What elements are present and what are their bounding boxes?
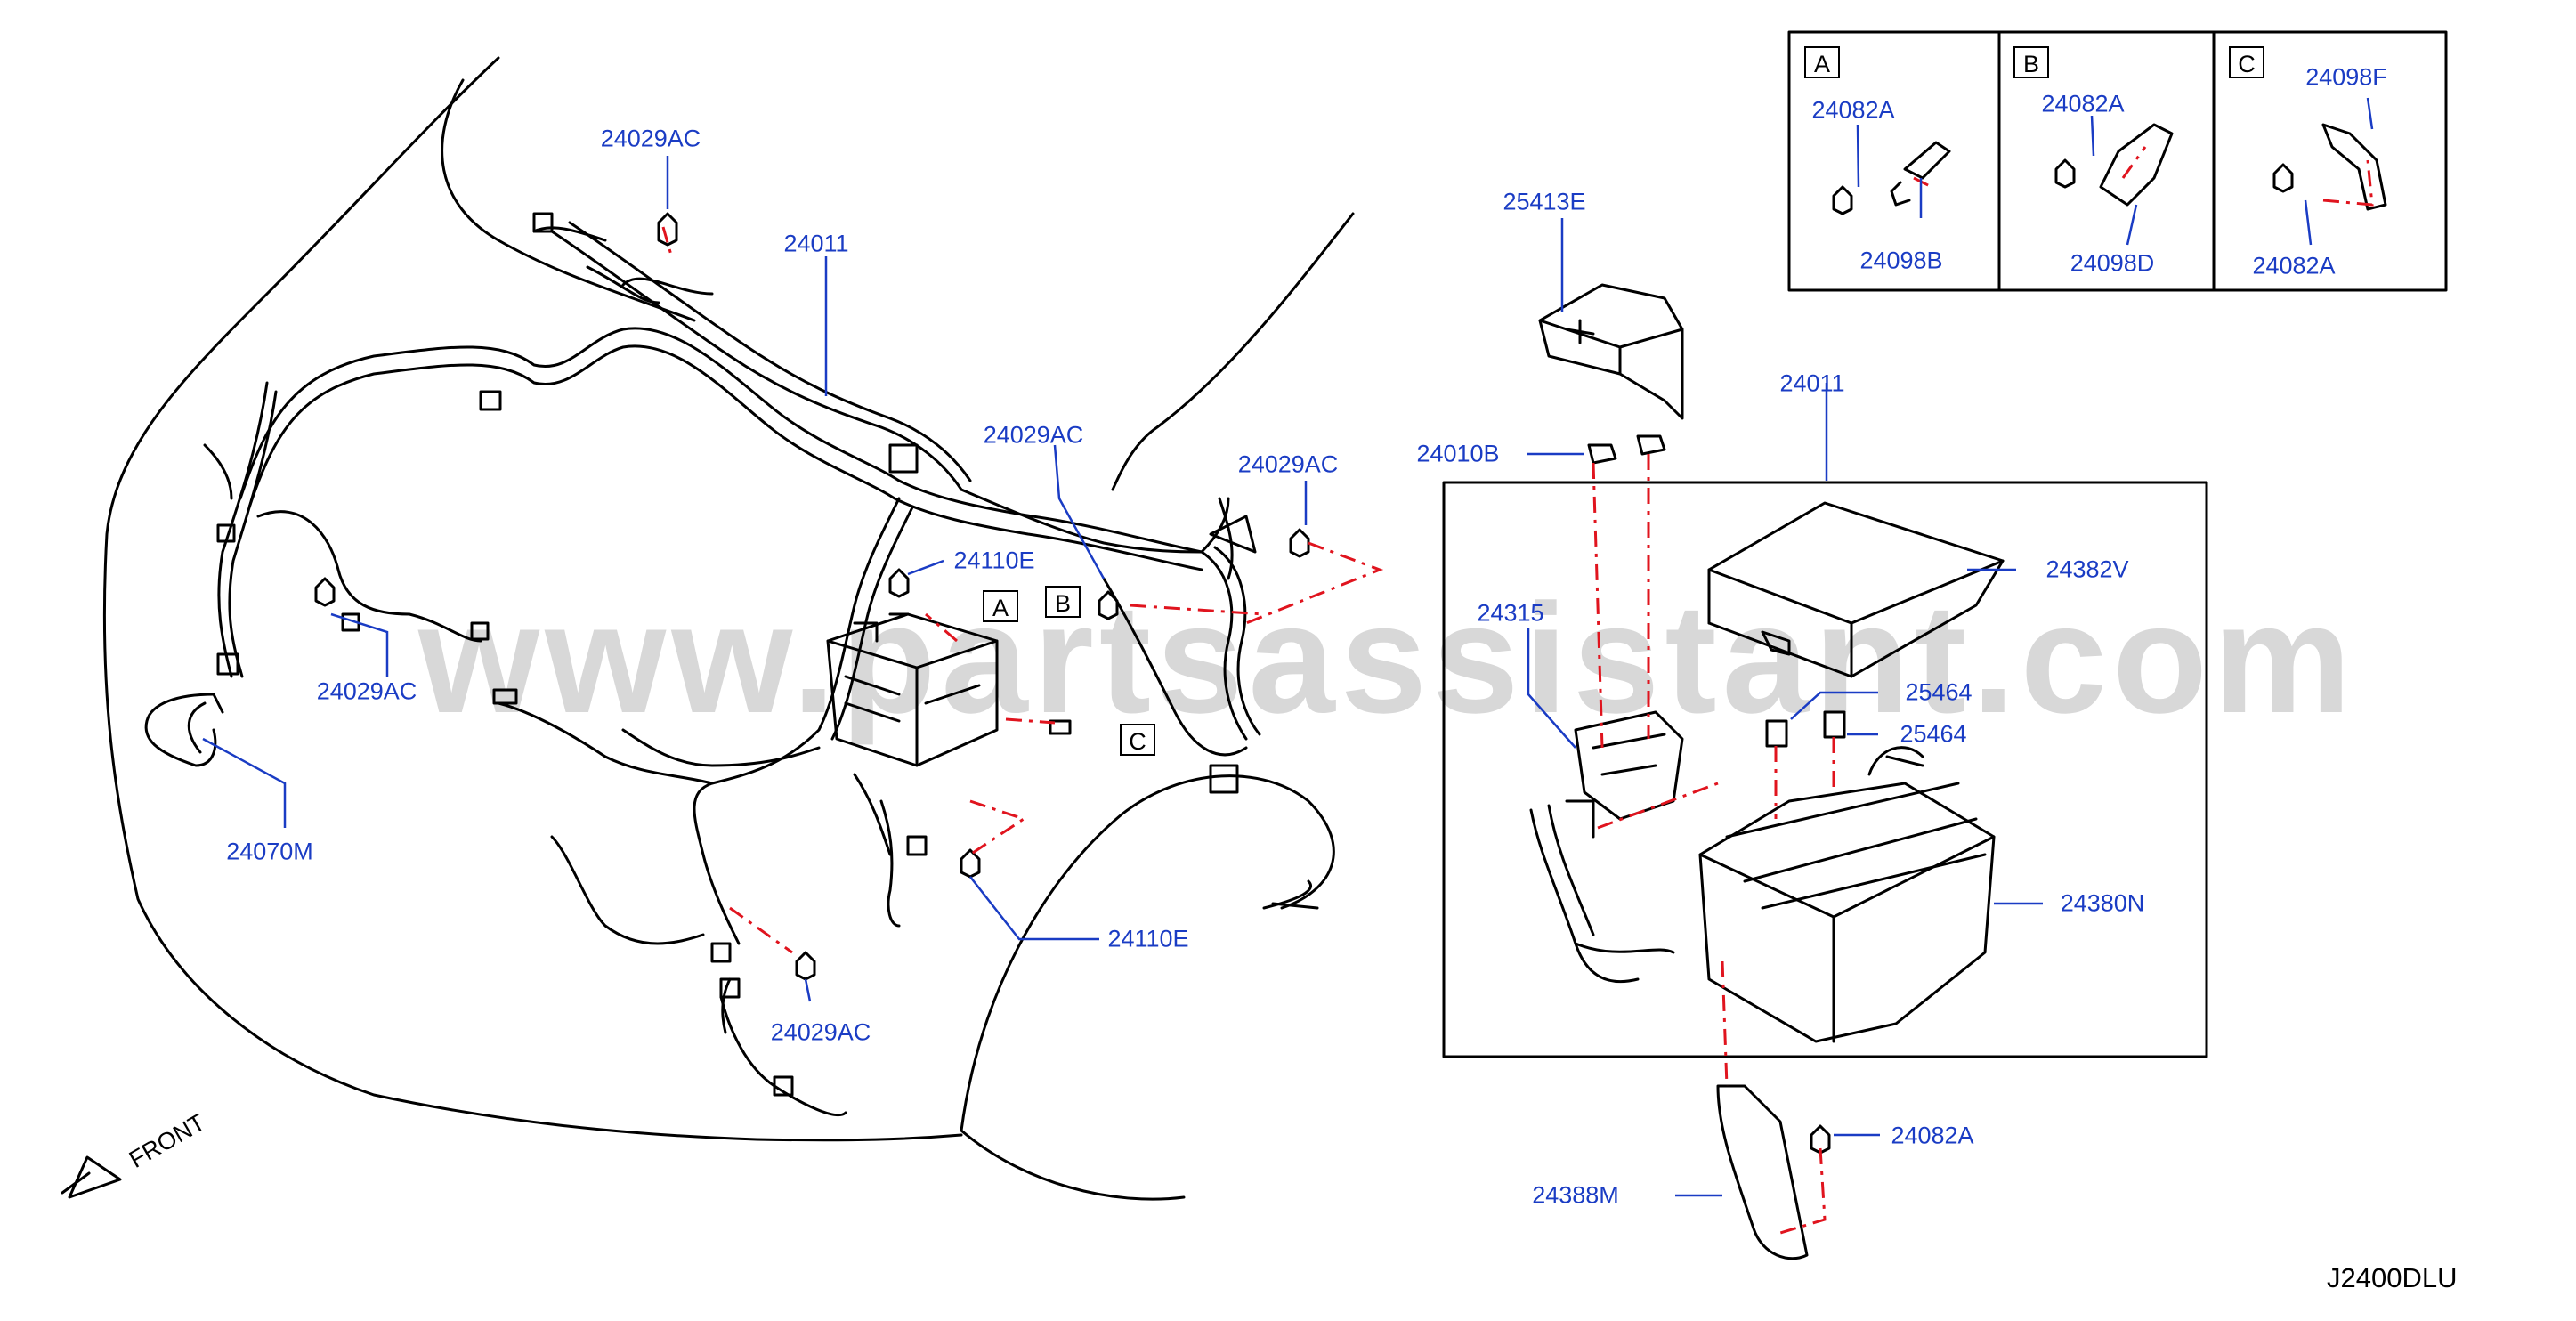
label-24029ac-left: 24029AC — [316, 677, 417, 705]
label-inset-b-24082a: 24082A — [2041, 90, 2125, 118]
inset-tag-c: C — [2229, 46, 2264, 78]
label-inset-c-24098f: 24098F — [2305, 63, 2387, 91]
install-line-q — [661, 226, 674, 259]
label-25464-a: 25464 — [1905, 678, 1973, 706]
relay-box — [826, 612, 999, 767]
bolts — [314, 158, 2294, 1155]
label-25464-b: 25464 — [1900, 720, 1967, 748]
nut-24010b-b — [1636, 434, 1666, 456]
fuse-25464-b — [1823, 710, 1846, 739]
windshield-line — [1111, 212, 1355, 491]
hood-outline — [102, 56, 963, 1142]
label-24029ac-top: 24029AC — [600, 125, 701, 152]
watermark: www.partsassistant.com — [418, 572, 2357, 746]
inset-tag-a: A — [1804, 46, 1840, 78]
install-line-o — [2121, 146, 2147, 179]
label-24029ac-mid: 24029AC — [983, 421, 1084, 449]
install-line-p — [2322, 159, 2374, 207]
fender-line — [441, 78, 696, 322]
terminal-cover-25413e — [1538, 283, 1684, 420]
install-line-f — [729, 906, 793, 954]
callout-tag-a: A — [983, 590, 1018, 622]
label-inset-b-24098d: 24098D — [2070, 249, 2155, 277]
battery-cables — [1529, 808, 1640, 984]
label-24010b: 24010B — [1416, 440, 1500, 467]
label-24380n: 24380N — [2060, 889, 2145, 917]
right-harness — [960, 488, 1203, 554]
left-harness — [217, 381, 269, 678]
label-24388m: 24388M — [1532, 1181, 1619, 1209]
fuse-25464-a — [1765, 719, 1788, 748]
install-line-c — [1130, 604, 1265, 616]
front-arrow — [61, 1155, 122, 1199]
fuse-box-cover — [1707, 501, 2005, 678]
label-24029ac-right: 24029AC — [1237, 450, 1339, 478]
install-line-i — [1597, 782, 1719, 830]
label-inset-a-24082a: 24082A — [1811, 96, 1895, 124]
label-24082a-bracket: 24082A — [1891, 1122, 1974, 1149]
label-24011-harness: 24011 — [783, 230, 849, 257]
label-24029ac-bottom: 24029AC — [770, 1018, 871, 1046]
callout-tag-c: C — [1120, 724, 1155, 756]
fuse-assembly-frame — [1442, 481, 2208, 1058]
label-inset-a-24098b: 24098B — [1859, 247, 1943, 274]
label-24070m: 24070M — [226, 838, 313, 865]
figure-code: J2400DLU — [2327, 1262, 2458, 1293]
label-inset-c-24082a: 24082A — [2252, 252, 2336, 280]
label-24382v: 24382V — [2045, 555, 2129, 583]
nut-24010b-a — [1587, 443, 1617, 465]
inset-frame — [1787, 30, 2448, 292]
callout-tag-b: B — [1045, 586, 1081, 618]
install-line-m — [1779, 1147, 1827, 1235]
inset-tag-b: B — [2013, 46, 2049, 78]
tire-outline — [960, 774, 1335, 1132]
label-24110e-upper: 24110E — [953, 547, 1035, 574]
label-25413e: 25413E — [1503, 188, 1586, 215]
lower-harness — [693, 497, 901, 945]
install-line-e — [969, 799, 1027, 856]
label-24110e-lower: 24110E — [1107, 925, 1189, 952]
harness-24070m — [144, 693, 217, 767]
fuse-block — [1698, 782, 1996, 1043]
bracket-24388m — [1716, 1084, 1809, 1260]
install-line-n — [1913, 176, 1932, 189]
install-line-a — [925, 612, 958, 643]
install-line-b — [1005, 717, 1056, 725]
label-24011-assembly: 24011 — [1779, 369, 1845, 397]
install-line-l — [1721, 960, 1729, 1087]
label-24315: 24315 — [1477, 599, 1544, 627]
install-line-g — [1592, 462, 1604, 749]
install-line-d — [1245, 541, 1384, 625]
